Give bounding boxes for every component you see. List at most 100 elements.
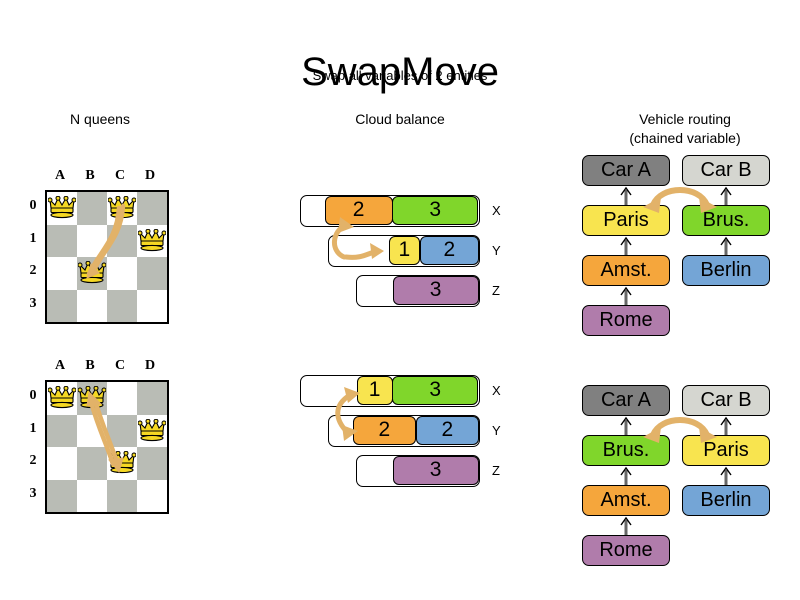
chess-cell-b0[interactable] (77, 192, 107, 225)
cloud-row-x[interactable]: 2 3 (300, 195, 480, 227)
vehicle-node-car-b[interactable]: Car B (682, 385, 770, 416)
file-label: D (144, 168, 156, 183)
chess-cell-d0[interactable] (137, 382, 167, 415)
section-heading-nqueens: N queens (70, 111, 130, 127)
file-label: B (85, 358, 95, 373)
vehicle-node-visit[interactable]: Brus. (682, 205, 770, 236)
chess-cell-a2[interactable] (47, 447, 77, 480)
rank-label: 0 (29, 388, 37, 403)
chess-cell-d2[interactable] (137, 447, 167, 480)
file-label: C (114, 358, 126, 373)
queen-icon (108, 451, 136, 474)
section-heading-vehicle-routing: Vehicle routing (chained variable) (600, 110, 770, 148)
cloud-process-box[interactable]: 3 (392, 275, 479, 305)
chain-link-arrow-icon (720, 416, 732, 436)
rank-label: 1 (29, 230, 37, 246)
chess-cell-a2[interactable] (47, 257, 77, 290)
chess-cell-a3[interactable] (47, 479, 77, 512)
chess-cell-c3[interactable] (107, 289, 137, 322)
cloud-row-y[interactable]: 1 2 (328, 235, 480, 267)
chess-row (47, 289, 167, 322)
cloud-row-y[interactable]: 2 2 (328, 415, 480, 447)
chain-link-arrow-icon (620, 186, 632, 206)
vehicle-node-visit[interactable]: Paris (582, 205, 670, 236)
chess-cell-d0[interactable] (137, 192, 167, 225)
chess-cell-c2[interactable] (107, 257, 137, 290)
chess-cell-b3[interactable] (77, 289, 107, 322)
cloud-process-box[interactable]: 1 (388, 235, 421, 265)
chess-cell-b3[interactable] (77, 479, 107, 512)
cloud-free-space (301, 376, 357, 406)
queen-icon (48, 386, 76, 409)
cloud-process-box[interactable]: 2 (415, 415, 479, 445)
rank-label: 2 (29, 263, 37, 278)
rank-label: 3 (29, 485, 37, 501)
chain-link-arrow-icon (720, 186, 732, 206)
cloud-free-space (301, 196, 325, 226)
chain-link-arrow-icon (620, 466, 632, 486)
cloud-row-z[interactable]: 3 (356, 455, 480, 487)
vehicle-node-car-a[interactable]: Car A (582, 155, 670, 186)
cloud-row-label-z: Z (492, 463, 500, 478)
chess-row (47, 257, 167, 290)
chess-grid-after[interactable] (45, 380, 169, 514)
cloud-row-label-y: Y (492, 423, 501, 438)
chess-cell-a1[interactable] (47, 224, 77, 257)
chess-cell-d3[interactable] (137, 479, 167, 512)
vehicle-node-visit[interactable]: Brus. (582, 435, 670, 466)
rank-label: 1 (29, 420, 37, 436)
vehicle-node-visit[interactable]: Rome (582, 305, 670, 336)
queen-icon (108, 196, 136, 219)
cloud-free-space (357, 456, 393, 486)
vehicle-node-visit[interactable]: Paris (682, 435, 770, 466)
chess-cell-b2[interactable] (77, 447, 107, 480)
cloud-process-box[interactable]: 3 (392, 375, 479, 405)
vehicle-node-visit[interactable]: Amst. (582, 255, 670, 286)
cloud-row-label-y: Y (492, 243, 501, 258)
rank-labels-after: 0 1 2 3 (25, 380, 41, 510)
queen-icon (78, 261, 106, 284)
chess-grid-before[interactable] (45, 190, 169, 324)
chain-link-arrow-icon (620, 236, 632, 256)
vehicle-node-car-b[interactable]: Car B (682, 155, 770, 186)
vehicle-node-visit[interactable]: Berlin (682, 485, 770, 516)
page-subtitle: Swap all variables of 2 entities (312, 68, 488, 83)
chess-cell-c0[interactable] (107, 382, 137, 415)
cloud-row-x[interactable]: 1 3 (300, 375, 480, 407)
chess-cell-c1[interactable] (107, 414, 137, 447)
chess-row (47, 447, 167, 480)
queen-icon (138, 228, 166, 251)
cloud-process-box[interactable]: 2 (352, 415, 416, 445)
chess-cell-c3[interactable] (107, 479, 137, 512)
cloud-row-label-x: X (492, 203, 501, 218)
queen-icon (78, 386, 106, 409)
page-title: SwapMove (301, 49, 499, 94)
vehicle-heading-line-1: Vehicle routing (639, 111, 731, 127)
file-labels-before: A B C D (45, 168, 165, 184)
chess-cell-d2[interactable] (137, 257, 167, 290)
chess-cell-b1[interactable] (77, 224, 107, 257)
rank-label: 3 (29, 295, 37, 311)
cloud-process-box[interactable]: 3 (392, 455, 479, 485)
cloud-process-box[interactable]: 2 (324, 195, 393, 225)
chess-cell-a1[interactable] (47, 414, 77, 447)
file-label: B (85, 168, 95, 183)
chess-row (47, 479, 167, 512)
rank-label: 2 (29, 453, 37, 468)
chess-cell-c1[interactable] (107, 224, 137, 257)
cloud-row-z[interactable]: 3 (356, 275, 480, 307)
chess-cell-b1[interactable] (77, 414, 107, 447)
chain-link-arrow-icon (720, 236, 732, 256)
vehicle-node-visit[interactable]: Amst. (582, 485, 670, 516)
vehicle-node-car-a[interactable]: Car A (582, 385, 670, 416)
cloud-process-box[interactable]: 3 (392, 195, 479, 225)
cloud-process-box[interactable]: 2 (419, 235, 479, 265)
chess-cell-d3[interactable] (137, 289, 167, 322)
cloud-process-box[interactable]: 1 (356, 375, 393, 405)
chain-link-arrow-icon (620, 516, 632, 536)
file-label: D (144, 358, 156, 373)
vehicle-node-visit[interactable]: Rome (582, 535, 670, 566)
vehicle-node-visit[interactable]: Berlin (682, 255, 770, 286)
chain-link-arrow-icon (620, 286, 632, 306)
chess-cell-a3[interactable] (47, 289, 77, 322)
